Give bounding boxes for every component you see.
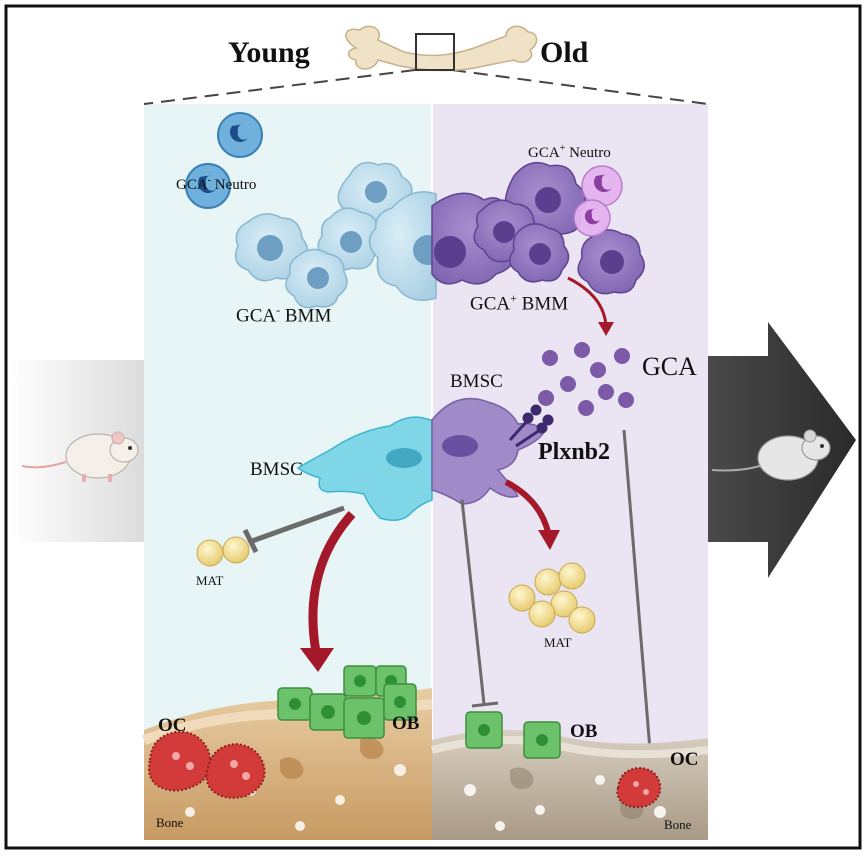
- old-bone-label: Bone: [664, 817, 692, 832]
- old-oc-label: OC: [670, 749, 699, 770]
- old-mat-adipocytes: [508, 562, 596, 634]
- gca-positive-bmm-label: GCA+ BMM: [470, 291, 569, 315]
- old-bmsc-inhibits-ob: [460, 499, 499, 708]
- young-bmsc-cell: [296, 416, 433, 521]
- femur-illustration: [345, 25, 538, 72]
- young-ob-label: OB: [392, 713, 420, 734]
- gca-positive-neutro-label: GCA+ Neutro: [528, 143, 611, 161]
- old-bmsc-cell: [431, 397, 545, 505]
- plxnb2-label: Plxnb2: [538, 439, 611, 465]
- young-bone-label: Bone: [156, 815, 184, 830]
- bmm-secretes-gca-arrow: [567, 276, 608, 327]
- old-mat-arrow-head: [538, 530, 560, 550]
- old-bmsc-promotes-mat-arrow: [504, 479, 551, 533]
- gca-positive-bmm-cluster: [431, 161, 645, 295]
- young-bmsc-label: BMSC: [250, 459, 303, 480]
- young-osteoblasts: [277, 665, 417, 739]
- young-bmsc-inhibits-mat: [242, 505, 345, 554]
- young-oc-label: OC: [158, 715, 187, 736]
- old-bmsc-label: BMSC: [450, 371, 503, 392]
- young-arrow-head: [300, 648, 334, 672]
- old-ob-label: OB: [570, 721, 598, 742]
- gca-positive-neutrophils: [573, 165, 623, 237]
- gca-negative-bmm-label: GCA- BMM: [236, 303, 332, 327]
- old-osteoblasts: [465, 711, 561, 759]
- gca-negative-neutro-label: GCA- Neutro: [176, 175, 257, 193]
- old-mouse-icon: [711, 429, 831, 481]
- young-mouse-icon: [21, 431, 139, 482]
- plxnb2-receptor: [508, 404, 554, 448]
- old-osteoclast: [616, 766, 662, 809]
- gca-molecules: [538, 342, 634, 416]
- young-mat-adipocytes: [196, 536, 250, 567]
- young-title: Young: [228, 36, 310, 69]
- young-mat-label: MAT: [196, 573, 224, 588]
- old-title: Old: [540, 36, 589, 69]
- old-bone-tissue: [430, 729, 709, 840]
- secretion-arrow-head: [598, 322, 614, 336]
- gca-label: GCA: [642, 352, 697, 381]
- zoom-line-left: [143, 69, 416, 105]
- young-bmsc-promotes-ob-arrow: [308, 511, 356, 653]
- gca-negative-neutrophils: [185, 112, 263, 209]
- gca-negative-bmm-cluster: [234, 161, 443, 309]
- young-osteoclasts: [148, 730, 266, 799]
- old-mat-label: MAT: [544, 635, 572, 650]
- zoom-box: [415, 33, 455, 71]
